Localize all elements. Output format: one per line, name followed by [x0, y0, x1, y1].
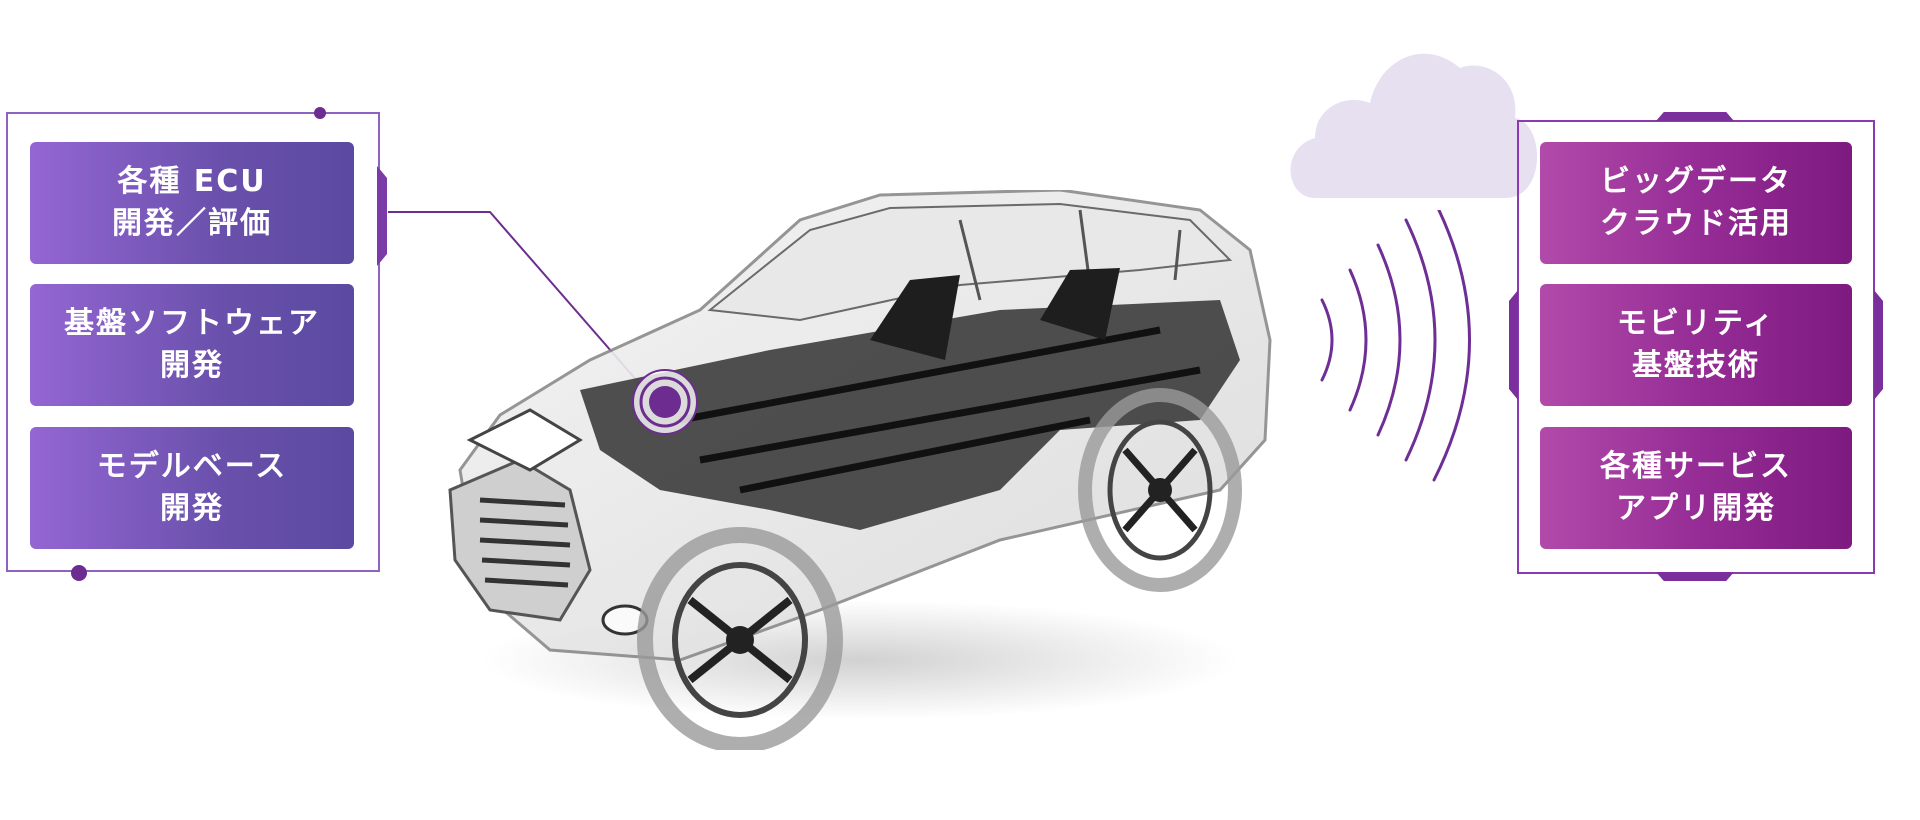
box-service-app-development: 各種サービス アプリ開発 [1540, 427, 1852, 549]
left-group-frame [6, 112, 380, 572]
left-frame-tab [377, 166, 387, 266]
right-frame-tab-left [1509, 290, 1518, 400]
right-frame-tab-bottom [1656, 572, 1734, 581]
box-ecu-development: 各種 ECU 開発／評価 [30, 142, 354, 264]
box-big-data-cloud: ビッグデータ クラウド活用 [1540, 142, 1852, 264]
right-frame-tab-top [1656, 112, 1734, 121]
car-illustration [448, 190, 1272, 750]
box-mobility-base-technology: モビリティ 基盤技術 [1540, 284, 1852, 406]
cloud-icon [1290, 53, 1538, 198]
target-marker-icon [632, 369, 698, 435]
frame-dot-top [314, 107, 326, 119]
frame-dot-bottom [71, 565, 87, 581]
box-model-based-development: モデルベース 開発 [30, 427, 354, 549]
signal-waves-icon [1320, 210, 1471, 482]
box-base-software-development: 基盤ソフトウェア 開発 [30, 284, 354, 406]
right-frame-tab-right [1874, 290, 1883, 400]
